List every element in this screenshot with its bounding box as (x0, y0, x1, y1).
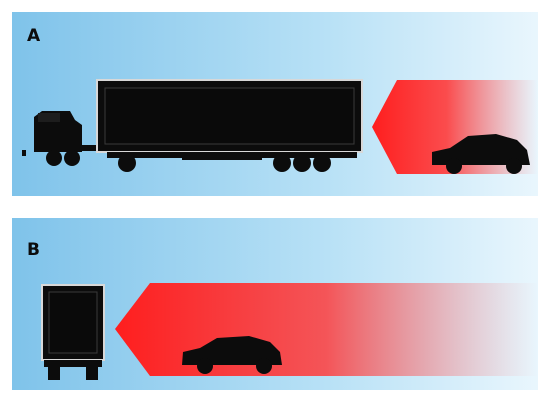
truck-trailer (97, 80, 362, 172)
truck-rear (42, 285, 104, 380)
panel-a-scene (12, 12, 538, 196)
danger-zone-arrow-b (115, 283, 538, 376)
panel-a: A (12, 12, 538, 196)
panel-b-scene (12, 218, 538, 390)
panel-b: B (12, 218, 538, 390)
